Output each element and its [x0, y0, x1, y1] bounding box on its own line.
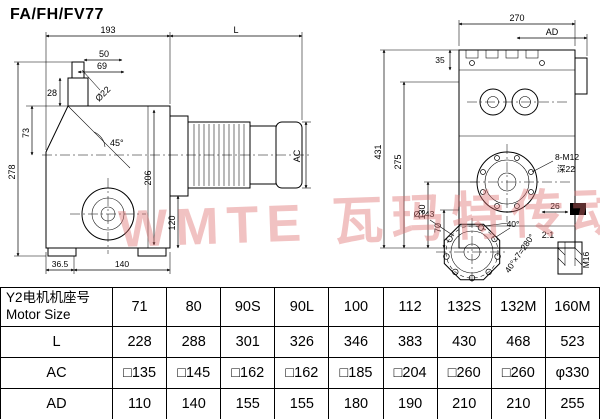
label-scale-2-1: 2:1 — [542, 230, 555, 240]
value-cell: 228 — [111, 326, 168, 358]
value-cell: 326 — [274, 326, 330, 358]
dim-73: 73 — [21, 128, 31, 138]
dim-50: 50 — [99, 49, 109, 59]
value-cell: 190 — [382, 388, 438, 419]
value-cell: 155 — [220, 388, 276, 419]
size-cell: 132M — [490, 287, 546, 327]
dim-L: L — [233, 25, 238, 35]
label-bolt-8-m12: 8-M12 — [555, 152, 579, 162]
dim-AD: AD — [546, 27, 559, 37]
dim-270: 270 — [509, 13, 524, 23]
value-cell: 255 — [544, 388, 600, 419]
dim-35: 35 — [435, 55, 445, 65]
dim-o143: Ø143 — [414, 209, 435, 219]
value-cell: 346 — [328, 326, 384, 358]
dim-26: 26 — [550, 201, 560, 211]
dim-120: 120 — [167, 215, 177, 230]
value-cell: □260 — [436, 357, 492, 389]
centerlines — [42, 154, 310, 254]
dimension-lines — [14, 32, 311, 274]
value-cell: □260 — [490, 357, 546, 389]
size-cell: 160M — [544, 287, 600, 327]
value-cell: 180 — [328, 388, 384, 419]
solid-square — [570, 203, 586, 215]
dim-28: 28 — [47, 88, 57, 98]
dim-40deg: 40° — [507, 219, 520, 229]
row-label-L: L — [0, 326, 113, 358]
size-cell: 112 — [382, 287, 438, 327]
row-label-AC: AC — [0, 357, 113, 389]
table-row-motor-size: Y2电机机座号 Motor Size 71 80 90S 90L 100 112… — [0, 287, 600, 327]
size-cell: 90L — [274, 287, 330, 327]
table-row-AD: AD 110 140 155 155 180 190 210 210 255 — [0, 388, 600, 419]
side-view-drawing: 193 L 50 69 28 Ø22 45° 73 278 206 120 AC… — [8, 25, 311, 274]
dim-36-5: 36.5 — [52, 259, 69, 269]
page-title: FA/FH/FV77 — [10, 6, 104, 23]
dim-275: 275 — [393, 154, 403, 169]
value-cell: 301 — [220, 326, 276, 358]
value-cell: □135 — [111, 357, 168, 389]
value-cell: 140 — [166, 388, 222, 419]
value-cell: □185 — [328, 357, 384, 389]
motor — [169, 115, 303, 197]
label-m16: M16 — [581, 251, 591, 268]
size-cell: 90S — [220, 287, 276, 327]
housing-front — [458, 49, 588, 249]
dim-AC: AC — [292, 149, 302, 162]
dimension-lines — [380, 20, 588, 249]
flange-detail — [429, 218, 511, 283]
value-cell: 210 — [490, 388, 546, 419]
value-cell: □204 — [382, 357, 438, 389]
dim-o22: Ø22 — [93, 84, 112, 103]
dim-431: 431 — [373, 144, 383, 159]
size-cell: 100 — [328, 287, 384, 327]
value-cell: 430 — [436, 326, 492, 358]
value-cell: 383 — [382, 326, 438, 358]
value-cell: 288 — [166, 326, 222, 358]
value-cell: 210 — [436, 388, 492, 419]
dim-193: 193 — [100, 25, 115, 35]
dim-206: 206 — [143, 170, 153, 185]
dim-40x7: 40°×7=280° — [503, 232, 537, 275]
table-row-L: L 228 288 301 326 346 383 430 468 523 — [0, 326, 600, 358]
dim-69: 69 — [97, 61, 107, 71]
label-depth-22: 深22 — [557, 164, 575, 174]
dim-45deg: 45° — [110, 138, 124, 148]
table-row-AC: AC □135 □145 □162 □162 □185 □204 □260 □2… — [0, 357, 600, 389]
value-cell: 468 — [490, 326, 546, 358]
size-cell: 80 — [166, 287, 222, 327]
value-cell: □162 — [220, 357, 276, 389]
dimension-table: Y2电机机座号 Motor Size 71 80 90S 90L 100 112… — [0, 287, 600, 419]
dim-278: 278 — [8, 164, 17, 179]
row-label-AD: AD — [0, 388, 113, 419]
dim-70: 70 — [433, 223, 443, 233]
size-cell: 71 — [111, 287, 168, 327]
motor-size-label-cn: Y2电机机座号 — [6, 290, 91, 306]
motor-size-label-en: Motor Size — [6, 307, 71, 322]
size-cell: 132S — [436, 287, 492, 327]
motor-size-label-cell: Y2电机机座号 Motor Size — [0, 287, 113, 327]
front-view-drawing: 270 AD 35 431 275 130 70 26 8-M12 深22 Ø1… — [373, 13, 591, 283]
value-cell: 155 — [274, 388, 330, 419]
value-cell: □145 — [166, 357, 222, 389]
tapped-hole-detail — [557, 203, 586, 275]
value-cell: φ330 — [544, 357, 600, 389]
dim-140: 140 — [115, 259, 129, 269]
value-cell: 523 — [544, 326, 600, 358]
value-cell: 110 — [111, 388, 168, 419]
dim-130: 130 — [417, 204, 427, 219]
value-cell: □162 — [274, 357, 330, 389]
motor-fins — [193, 124, 245, 186]
